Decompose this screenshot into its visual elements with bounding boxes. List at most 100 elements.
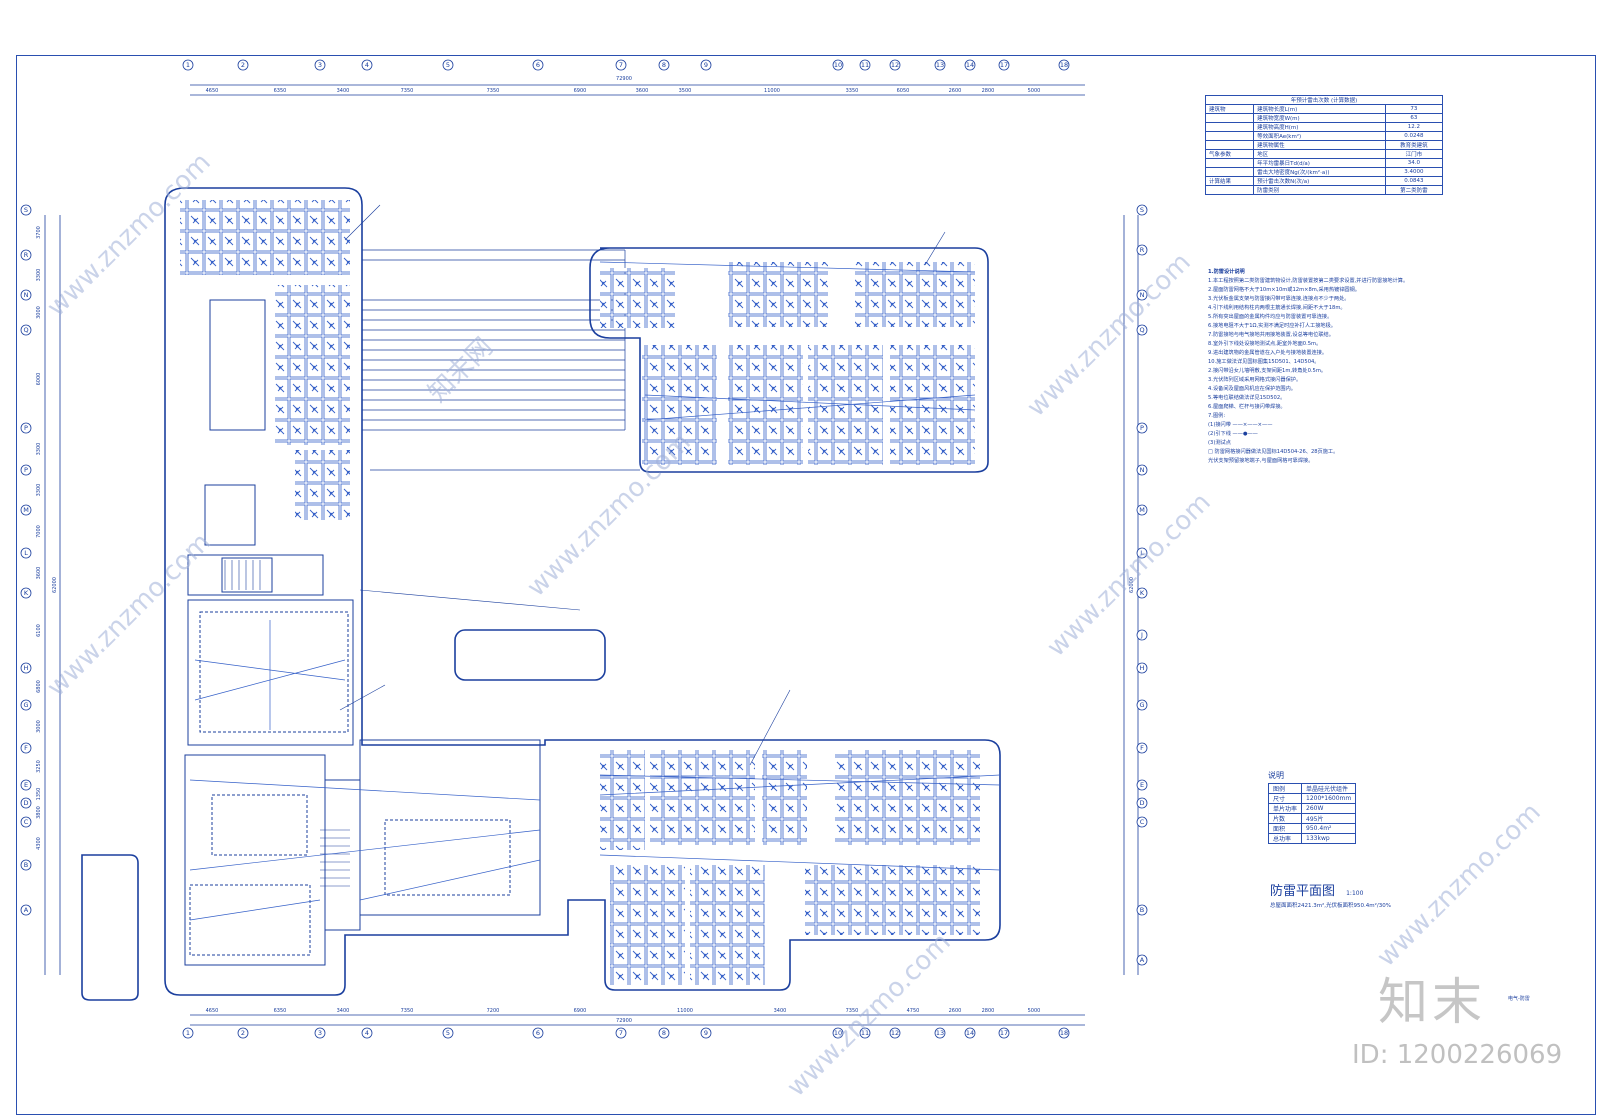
note-line: 7.防雷接地与电气接地共用接地装置,设总等电位联结。 bbox=[1208, 332, 1334, 338]
left-axis-bubble-label: Q bbox=[23, 326, 28, 334]
left-dim-text: 3000 bbox=[36, 306, 42, 319]
right-axis-bubble bbox=[1136, 904, 1148, 916]
calc-table-row: 年平均雷暴日Td(d/a)34.0 bbox=[1204, 158, 1444, 168]
note-line: 8.室外引下线处设接地测试点,距室外地面0.5m。 bbox=[1208, 341, 1322, 347]
calc-value: 63 bbox=[1384, 113, 1444, 123]
top-dim-text: 3600 bbox=[636, 88, 649, 94]
left-axis-bubble bbox=[20, 797, 32, 809]
sheet-number: 电气-防雷 bbox=[1508, 996, 1530, 1002]
top-axis-bubble bbox=[532, 59, 544, 71]
top-axis-bubble-label: 9 bbox=[704, 61, 708, 69]
calc-value: 教育类建筑 bbox=[1384, 140, 1444, 150]
right-axis-bubble-label: N bbox=[1140, 466, 1145, 474]
calc-table-row: 建筑物建筑物长度L(m)73 bbox=[1204, 104, 1444, 114]
top-axis-bubble bbox=[658, 59, 670, 71]
top-axis-bubble bbox=[314, 59, 326, 71]
resource-id: ID: 1200226069 bbox=[1352, 1040, 1563, 1070]
bottom-axis-bubble bbox=[700, 1027, 712, 1039]
top-axis-bubble-label: 2 bbox=[241, 61, 245, 69]
left-axis-bubble bbox=[20, 699, 32, 711]
left-dim-text: 6100 bbox=[36, 624, 42, 637]
right-axis-bubble-label: N bbox=[1140, 291, 1145, 299]
stairs bbox=[224, 560, 350, 887]
bottom-axis-bubble-label: 13 bbox=[936, 1029, 944, 1037]
drawing-scale: 1:100 bbox=[1346, 890, 1364, 897]
top-dim-text: 3350 bbox=[846, 88, 859, 94]
right-axis-bubble bbox=[1136, 547, 1148, 559]
bottom-axis-bubble bbox=[832, 1027, 844, 1039]
calc-table-header: 年预计雷击次数 (计算数据) bbox=[1205, 95, 1443, 105]
legend-value: 1200*1600mm bbox=[1301, 793, 1357, 804]
bottom-axis-bubble bbox=[361, 1027, 373, 1039]
calc-label: 年平均雷暴日Td(d/a) bbox=[1253, 158, 1386, 168]
sheet-border bbox=[16, 55, 1596, 1115]
air-termination-lines bbox=[189, 261, 1001, 921]
left-axis-bubble bbox=[20, 204, 32, 216]
right-axis-bubble-label: B bbox=[1140, 906, 1144, 914]
top-dim-text: 6900 bbox=[574, 88, 587, 94]
top-dim-text: 3400 bbox=[337, 88, 350, 94]
note-line: 2.屋面防雷网格不大于10m×10m或12m×8m,采用热镀锌圆钢。 bbox=[1208, 287, 1360, 293]
left-axis-bubble-label: P bbox=[24, 466, 28, 474]
bottom-dim-text: 4650 bbox=[206, 1008, 219, 1014]
left-axis-bubble bbox=[20, 859, 32, 871]
left-axis-bubble bbox=[20, 662, 32, 674]
bottom-dim-text: 5000 bbox=[1028, 1008, 1041, 1014]
top-dim-text: 2800 bbox=[982, 88, 995, 94]
top-axis-bubble bbox=[934, 59, 946, 71]
calc-table-row: 建筑物高度H(m)12.2 bbox=[1204, 122, 1444, 132]
bottom-axis-bubble-label: 3 bbox=[318, 1029, 322, 1037]
right-axis-bubble-label: Q bbox=[1139, 326, 1144, 334]
building-outline bbox=[81, 187, 1001, 1001]
calc-group bbox=[1204, 131, 1255, 141]
right-axis-bubble bbox=[1136, 324, 1148, 336]
drawing-title: 防雷平面图 bbox=[1270, 884, 1336, 899]
legend-label: 图例 bbox=[1267, 783, 1303, 794]
calc-table-row: 建筑物属性教育类建筑 bbox=[1204, 140, 1444, 150]
legend-label: 尺寸 bbox=[1267, 793, 1303, 804]
bottom-dim-text: 11000 bbox=[677, 1008, 693, 1014]
right-axis-bubble bbox=[1136, 504, 1148, 516]
bottom-dim-text: 4750 bbox=[907, 1008, 920, 1014]
bottom-axis-bubble bbox=[182, 1027, 194, 1039]
bottom-dim-text: 6900 bbox=[574, 1008, 587, 1014]
legend-label: 面积 bbox=[1267, 823, 1303, 834]
calc-value: 73 bbox=[1384, 104, 1444, 114]
pv-arrays bbox=[180, 200, 980, 985]
left-dim-text: 3000 bbox=[36, 720, 42, 733]
bottom-axis-bubble-label: 6 bbox=[536, 1029, 540, 1037]
left-dim-text: 6800 bbox=[36, 680, 42, 693]
left-axis-bubble bbox=[20, 289, 32, 301]
top-axis-bubble-label: 4 bbox=[365, 61, 369, 69]
bottom-dim-text: 7350 bbox=[401, 1008, 414, 1014]
top-axis-bubble-label: 13 bbox=[936, 61, 944, 69]
bottom-axis-bubble bbox=[442, 1027, 454, 1039]
left-axis-bubble bbox=[20, 324, 32, 336]
legend-value: 133kwp bbox=[1301, 833, 1357, 844]
calc-value: 12.2 bbox=[1384, 122, 1444, 132]
bottom-axis-bubble-label: 5 bbox=[446, 1029, 450, 1037]
right-axis-bubble bbox=[1136, 244, 1148, 256]
left-axis-bubble-label: G bbox=[23, 701, 28, 709]
top-dim-text: 3500 bbox=[679, 88, 692, 94]
left-axis-bubble-label: D bbox=[23, 799, 28, 807]
note-line: (3)测试点 bbox=[1208, 440, 1231, 446]
right-axis-bubble bbox=[1136, 422, 1148, 434]
left-axis-bubble-label: N bbox=[24, 291, 29, 299]
right-axis-bubble-label: D bbox=[1139, 799, 1144, 807]
left-dim-text: 3300 bbox=[36, 443, 42, 456]
top-axis-bubble-label: 17 bbox=[1000, 61, 1008, 69]
right-axis-bubble bbox=[1136, 629, 1148, 641]
bottom-axis-bubble bbox=[658, 1027, 670, 1039]
left-axis-bubble-label: R bbox=[24, 251, 29, 259]
left-dim-text: 3700 bbox=[36, 226, 42, 239]
bottom-axis-bubble-label: 12 bbox=[891, 1029, 899, 1037]
right-axis-bubble bbox=[1136, 204, 1148, 216]
top-dim-text: 7350 bbox=[487, 88, 500, 94]
top-axis-bubble bbox=[1058, 59, 1070, 71]
right-axis-bubble-label: A bbox=[1140, 956, 1145, 964]
